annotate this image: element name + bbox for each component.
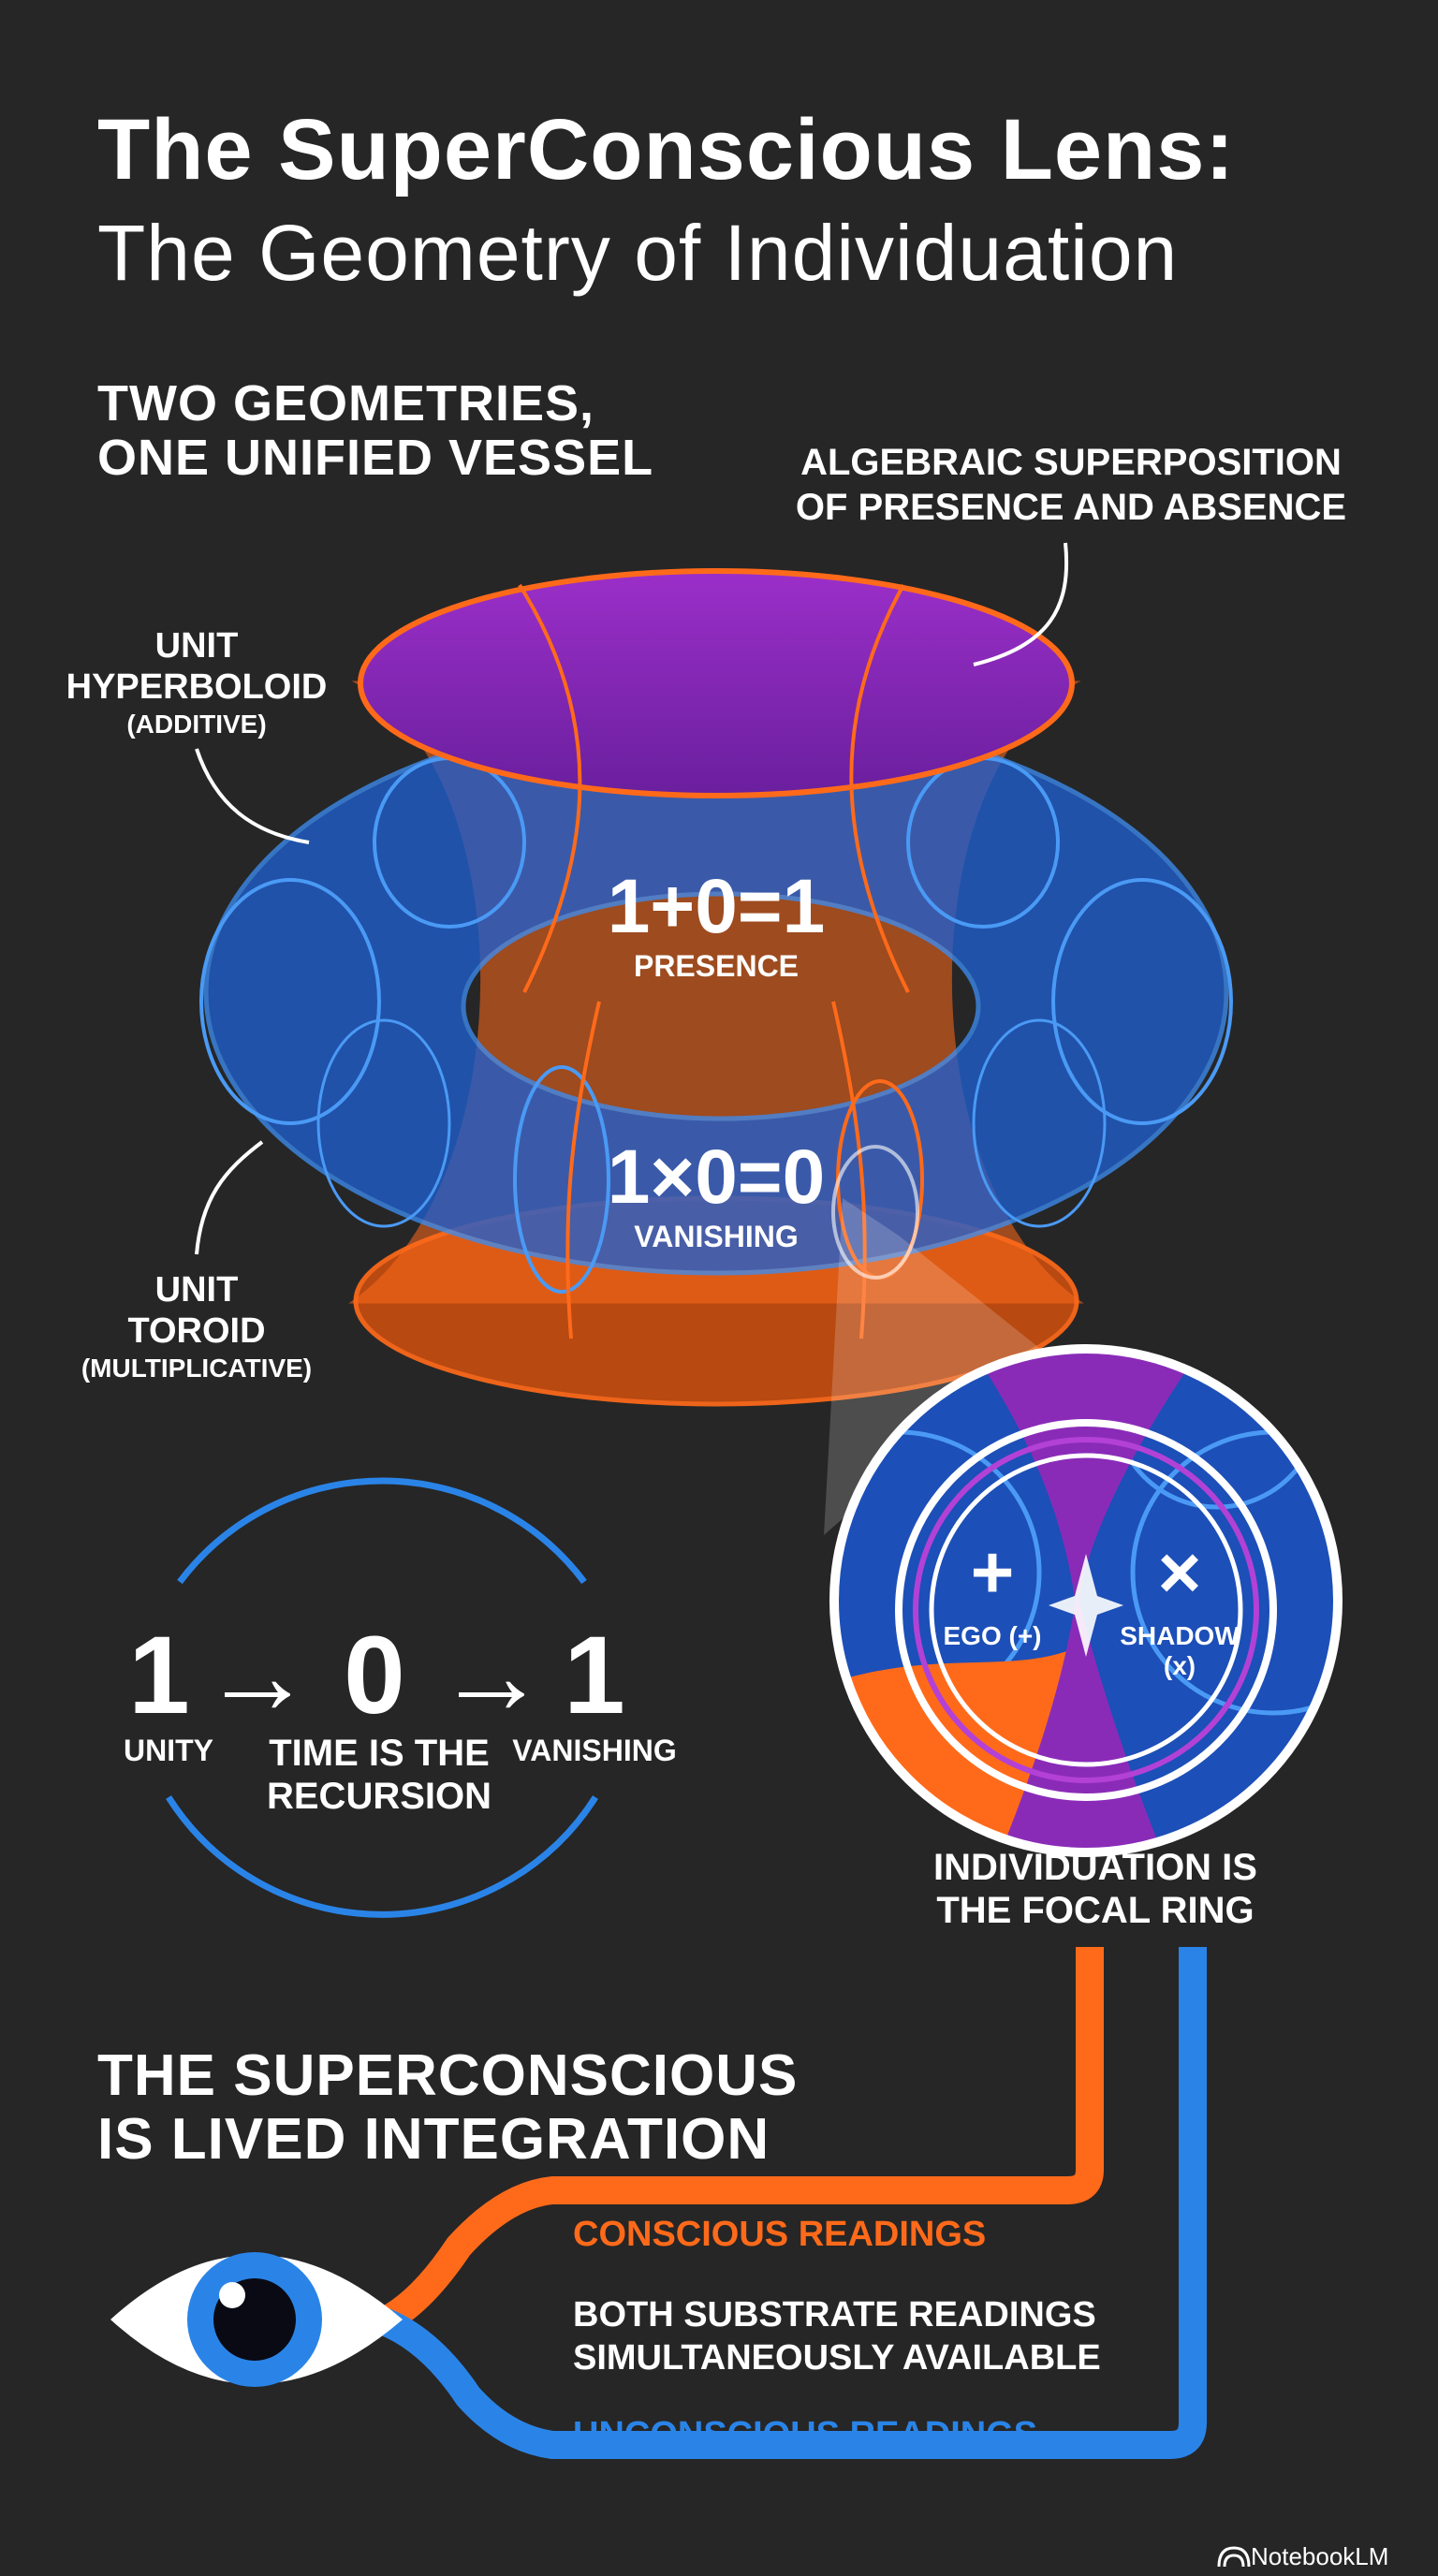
sequence-zero-number: 0 — [344, 1614, 405, 1737]
equation-vanishing: 1×0=0 VANISHING — [607, 1134, 826, 1254]
sequence-return-number: 1 — [564, 1614, 625, 1737]
label-time-recursion: TIME IS THE RECURSION — [266, 1733, 492, 1817]
magnifier-cone — [824, 1198, 1039, 1535]
torus-ring — [1051, 878, 1233, 1125]
sparkle-icon — [1049, 1554, 1123, 1657]
torus-ring — [972, 1018, 1107, 1228]
caption-focal-ring: INDIVIDUATION IS THE FOCAL RING — [933, 1847, 1257, 1931]
heading-superconscious: THE SUPERCONSCIOUS IS LIVED INTEGRATION — [97, 2043, 799, 2172]
recursion-arc-top — [177, 1477, 587, 1585]
hyperboloid-ruling-line — [849, 584, 910, 993]
plus-icon: + — [970, 1530, 1015, 1614]
sequence-unity-number: 1 — [128, 1614, 190, 1737]
notebooklm-logo-icon — [1217, 2546, 1251, 2568]
recursion-arc-bottom — [166, 1795, 598, 1918]
sequence-arrow-icon: → — [436, 1614, 547, 1737]
callout-line-toroid — [195, 1140, 264, 1255]
label-unit-hyperboloid: UNIT HYPERBOLOID (ADDITIVE) — [66, 626, 328, 739]
brand-notebooklm: NotebookLM — [1251, 2542, 1389, 2570]
hyperboloid-ruling-line — [565, 1001, 601, 1339]
label-conscious-readings: CONSCIOUS READINGS — [573, 2215, 987, 2254]
torus-ring — [199, 878, 381, 1125]
hyperboloid-top-face — [358, 568, 1075, 798]
conscious-pathway — [376, 1947, 1104, 2334]
page-subtitle: The Geometry of Individuation — [97, 209, 1179, 297]
label-shadow: SHADOW (x) — [1120, 1621, 1240, 1680]
eye-icon — [110, 2252, 403, 2387]
hyperboloid-ruling-line — [831, 1001, 867, 1339]
heading-two-geometries: TWO GEOMETRIES, ONE UNIFIED VESSEL — [97, 375, 654, 486]
sequence-arrow-icon: → — [202, 1614, 313, 1737]
hyperboloid-ruling-line — [518, 583, 582, 993]
label-vanishing: VANISHING — [512, 1734, 677, 1767]
label-algebraic-superposition: ALGEBRAIC SUPERPOSITION OF PRESENCE AND … — [795, 442, 1347, 528]
label-unity: UNITY — [124, 1734, 213, 1767]
page-title: The SuperConscious Lens: — [97, 102, 1236, 198]
times-icon: × — [1157, 1530, 1202, 1614]
torus-ring — [513, 1065, 610, 1294]
callout-line-hyperboloid — [195, 748, 310, 844]
label-unconscious-readings: UNCONSCIOUS READINGS — [573, 2415, 1038, 2454]
label-ego: EGO (+) — [943, 1621, 1042, 1650]
callout-line-algebraic — [973, 542, 1069, 666]
magnifier-source-ring — [831, 1145, 919, 1280]
unconscious-pathway — [378, 1947, 1207, 2459]
torus-ring — [316, 1018, 451, 1228]
label-both-readings: BOTH SUBSTRATE READINGS SIMULTANEOUSLY A… — [573, 2295, 1101, 2378]
label-unit-toroid: UNIT TOROID (MULTIPLICATIVE) — [81, 1270, 313, 1383]
equation-presence: 1+0=1 PRESENCE — [607, 864, 826, 984]
